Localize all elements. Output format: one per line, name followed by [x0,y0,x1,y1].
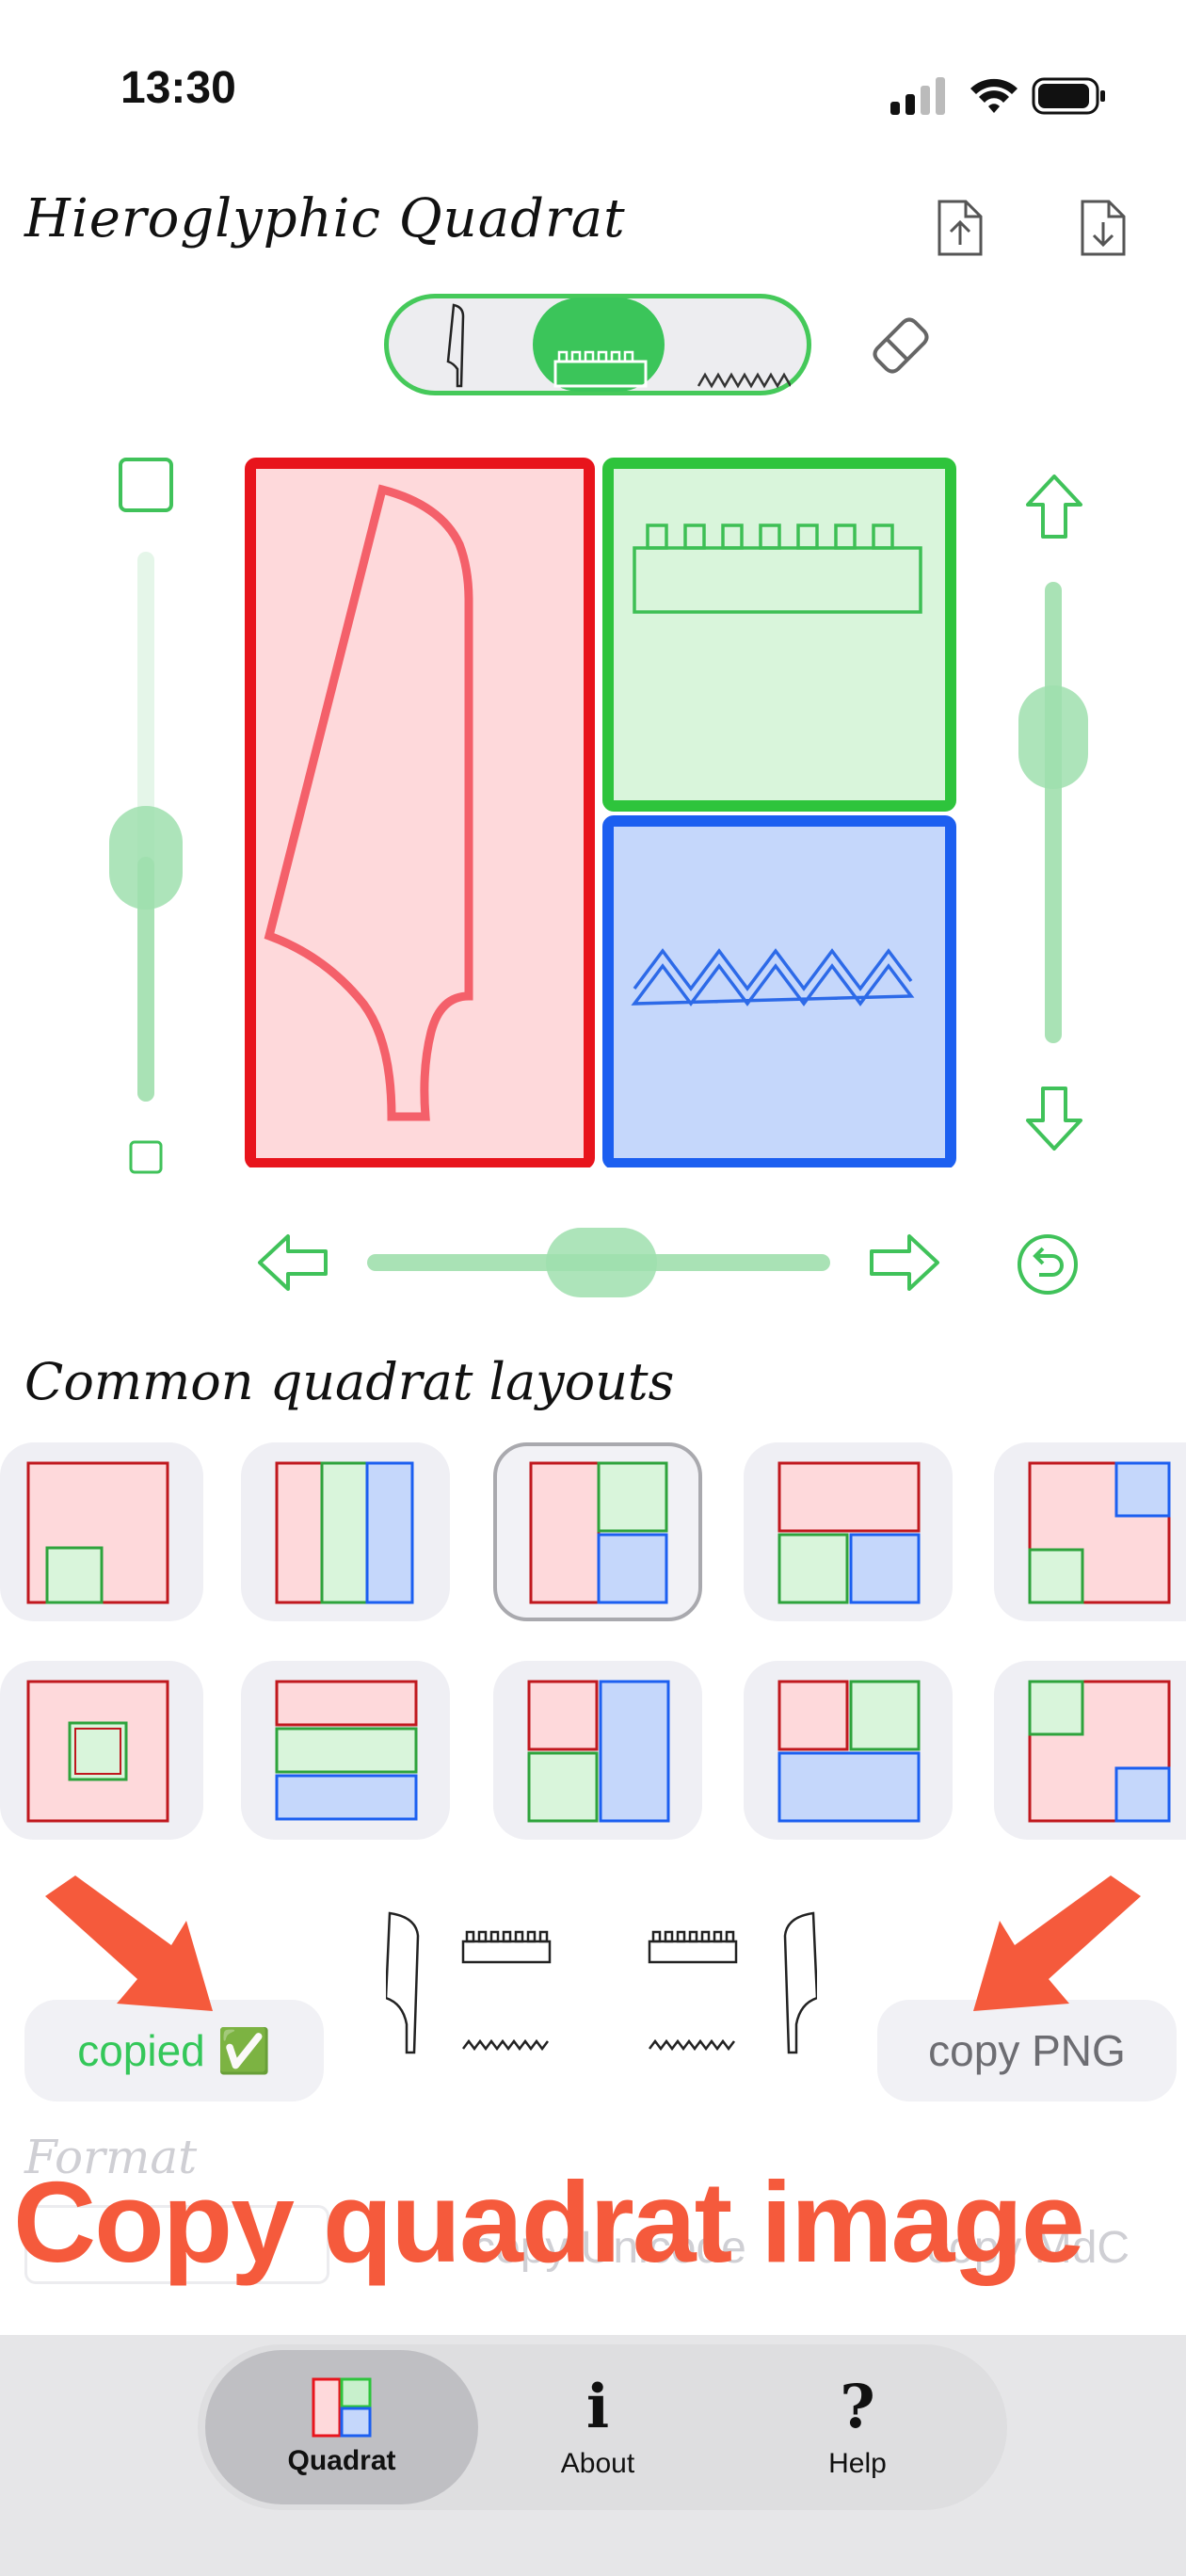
layout-tile-10[interactable] [994,1661,1186,1840]
layout-preview [275,1461,414,1604]
arrow-up-button[interactable] [1020,471,1088,546]
layout-preview [1028,1680,1171,1823]
info-icon: i [585,2372,610,2442]
blue-cell[interactable] [602,815,956,1167]
copy-unicode-button[interactable]: copy Unicode [473,2223,746,2273]
layout-tile-8[interactable] [493,1661,702,1840]
vertical-position-slider-track[interactable] [1045,582,1062,1043]
tab-label: Quadrat [287,2445,396,2476]
layout-tile-5[interactable] [994,1442,1186,1621]
copy-mdc-button[interactable]: copy MdC [926,2223,1130,2273]
mat-sign-icon [553,350,648,388]
download-icon [1081,200,1126,256]
layout-preview [275,1680,418,1821]
vertical-position-slider-thumb[interactable] [1018,685,1088,789]
small-square-icon [129,1140,163,1174]
reset-icon [1018,1234,1078,1295]
quadrat-canvas[interactable] [245,458,956,1167]
layout-tile-9[interactable] [744,1661,953,1840]
layout-tile-3-selected[interactable] [493,1442,702,1621]
arrow-down-icon [1026,1087,1082,1151]
layout-preview [777,1461,921,1604]
status-icons [890,77,1105,115]
status-time: 13:30 [120,63,236,113]
layouts-section-title: Common quadrat layouts [24,1352,675,1411]
annotation-arrow-right [973,1876,1141,2011]
tab-label: About [560,2448,635,2479]
cellular-signal-icon [890,77,945,115]
scale-slider-thumb[interactable] [109,806,183,910]
arrow-right-icon [870,1234,939,1291]
layout-preview [1028,1461,1171,1604]
red-cell[interactable] [245,458,595,1167]
tab-label: Help [828,2448,887,2479]
arrow-up-icon [1026,475,1082,539]
mat-glyph [633,523,922,614]
annotation-caption: Copy quadrat image [13,2158,1085,2286]
layout-tile-2[interactable] [241,1442,450,1621]
help-icon: ? [840,2372,875,2442]
copied-button[interactable]: copied ✅ [24,2000,324,2101]
import-button[interactable] [1075,198,1131,258]
layout-tile-6[interactable] [0,1661,203,1840]
arrow-left-icon [258,1234,328,1291]
large-square-icon [119,458,173,512]
arrow-down-button[interactable] [1020,1079,1088,1154]
layout-preview [26,1680,169,1823]
quadrat-preview-left [386,1911,552,2054]
water-glyph [631,948,915,1006]
format-label: Format [24,2130,198,2184]
knife-sign-segment[interactable] [442,299,471,390]
quadrat-icon [312,2377,372,2438]
annotation-arrow-left [45,1876,213,2011]
water-sign-segment[interactable] [697,367,791,390]
layout-preview [26,1461,169,1604]
quadrat-preview-right [648,1911,817,2054]
arrow-left-button[interactable] [254,1230,331,1296]
tab-quadrat[interactable]: Quadrat [205,2350,478,2504]
layout-preview [529,1461,668,1604]
layout-tile-4[interactable] [744,1442,953,1621]
tab-help[interactable]: ? Help [721,2350,994,2504]
battery-icon [1032,77,1105,115]
knife-glyph [264,484,473,1121]
layout-preview [777,1680,921,1823]
copy-png-button[interactable]: copy PNG [877,2000,1177,2101]
horizontal-position-slider-thumb[interactable] [546,1228,657,1297]
green-cell[interactable] [602,458,956,812]
scale-slider-fill [137,857,154,1102]
layout-tile-1[interactable] [0,1442,203,1621]
layout-preview [527,1680,670,1823]
eraser-button[interactable] [866,314,932,375]
app-title: Hieroglyphic Quadrat [24,188,626,250]
export-button[interactable] [932,198,988,258]
layout-tile-7[interactable] [241,1661,450,1840]
wifi-icon [970,78,1018,113]
tab-about[interactable]: i About [461,2350,734,2504]
format-preview [24,2205,329,2284]
arrow-right-button[interactable] [866,1230,943,1296]
reset-button[interactable] [1015,1232,1081,1297]
eraser-icon [873,317,929,374]
share-up-icon [938,200,983,256]
